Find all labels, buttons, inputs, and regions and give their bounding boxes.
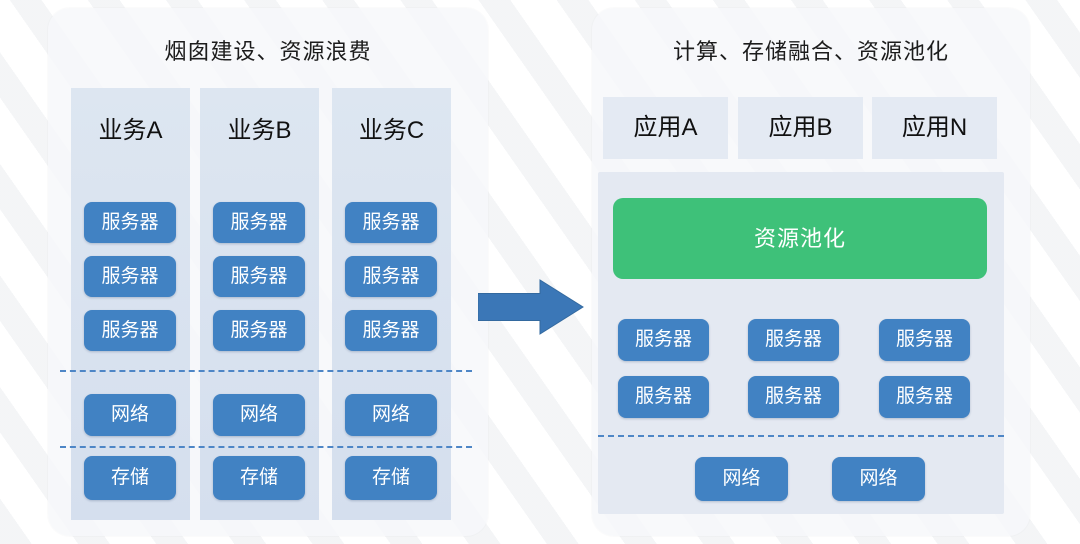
server-box: 服务器 <box>618 376 709 418</box>
server-box: 服务器 <box>213 202 305 243</box>
network-box: 网络 <box>695 457 788 501</box>
server-box: 服务器 <box>748 376 839 418</box>
server-box: 服务器 <box>84 310 176 351</box>
storage-separator-line <box>60 446 472 448</box>
left-panel-title: 烟囱建设、资源浪费 <box>164 39 372 64</box>
app-box-b: 应用B <box>738 97 863 159</box>
storage-box: 存储 <box>213 456 305 500</box>
network-separator-line <box>598 435 1004 437</box>
storage-box: 存储 <box>84 456 176 500</box>
server-box: 服务器 <box>879 376 970 418</box>
server-box: 服务器 <box>84 202 176 243</box>
server-box: 服务器 <box>618 319 709 361</box>
server-box: 服务器 <box>213 256 305 297</box>
resource-pool-container: 资源池化 服务器 服务器 服务器 服务器 服务器 服务器 网络 网络 <box>598 172 1004 514</box>
resource-pool-box: 资源池化 <box>613 198 987 279</box>
server-box: 服务器 <box>213 310 305 351</box>
network-separator-line <box>60 370 472 372</box>
business-column-a: 业务A 服务器 服务器 服务器 网络 存储 <box>71 88 190 520</box>
app-box-a: 应用A <box>603 97 728 159</box>
right-panel-title: 计算、存储融合、资源池化 <box>672 39 949 64</box>
server-box: 服务器 <box>345 310 437 351</box>
server-box: 服务器 <box>879 319 970 361</box>
app-box-n: 应用N <box>872 97 997 159</box>
silo-architecture-panel: 烟囱建设、资源浪费 业务A 服务器 服务器 服务器 网络 存储 业务B 服务器 … <box>48 8 488 536</box>
business-column-c: 业务C 服务器 服务器 服务器 网络 存储 <box>332 88 451 520</box>
pooled-architecture-panel: 计算、存储融合、资源池化 应用A 应用B 应用N 资源池化 服务器 服务器 服务… <box>592 8 1030 536</box>
server-box: 服务器 <box>84 256 176 297</box>
business-c-label: 业务C <box>358 117 425 144</box>
server-box: 服务器 <box>345 256 437 297</box>
network-box: 网络 <box>213 394 305 436</box>
server-box: 服务器 <box>345 202 437 243</box>
storage-box: 存储 <box>345 456 437 500</box>
right-arrow-icon <box>478 279 584 335</box>
business-a-label: 业务A <box>98 117 163 144</box>
business-column-b: 业务B 服务器 服务器 服务器 网络 存储 <box>200 88 319 520</box>
server-box: 服务器 <box>748 319 839 361</box>
network-box: 网络 <box>832 457 925 501</box>
network-box: 网络 <box>84 394 176 436</box>
network-box: 网络 <box>345 394 437 436</box>
business-b-label: 业务B <box>227 117 292 144</box>
